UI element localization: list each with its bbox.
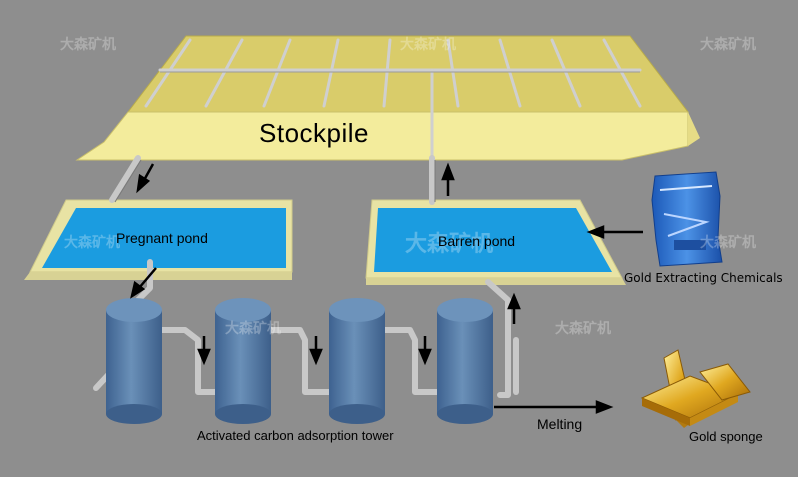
watermark: 大森矿机: [60, 37, 116, 53]
watermark: 大森矿机: [64, 235, 120, 251]
adsorption-towers: [106, 298, 493, 424]
flow-arrows: [130, 162, 643, 414]
arrow-pregnant-to-tower: [130, 267, 157, 299]
watermark: 大森矿机: [555, 321, 611, 337]
gold-bars-image: [640, 349, 751, 428]
watermark: 大森矿机: [700, 37, 756, 53]
stockpile-label: Stockpile: [259, 118, 369, 148]
stockpile-heap: [75, 35, 700, 162]
melting-label: Melting: [537, 416, 583, 432]
watermark: 大森矿机: [400, 37, 456, 53]
chemical-bag-image: [651, 171, 723, 267]
arrow-tower1-down: [197, 336, 211, 366]
tower-1: [106, 298, 162, 424]
pregnant-pond: [24, 199, 293, 280]
arrow-chemicals-to-barren: [586, 225, 643, 239]
gold-sponge-label: Gold sponge: [689, 429, 763, 444]
process-pipes: [93, 155, 519, 398]
barren-pond: [365, 199, 626, 285]
tower-2: [215, 298, 271, 424]
pregnant-pond-label: Pregnant pond: [116, 230, 208, 246]
arrow-tower3-down: [418, 336, 432, 366]
watermark: 大森矿机: [700, 235, 756, 251]
tower-label: Activated carbon adsorption tower: [197, 428, 394, 443]
arrow-melting: [494, 400, 614, 414]
tower-4: [437, 298, 493, 424]
arrow-tower2-down: [309, 336, 323, 366]
arrow-tower4-up: [507, 292, 521, 324]
watermark: 大森矿机: [405, 232, 494, 257]
arrow-barren-to-stockpile: [441, 162, 455, 196]
barren-pond-label: Barren pond: [438, 233, 516, 249]
watermark: 大森矿机: [225, 321, 281, 337]
arrow-stockpile-to-pregnant: [136, 163, 155, 194]
chemicals-label: Gold Extracting Chemicals: [624, 271, 783, 285]
tower-3: [329, 298, 385, 424]
